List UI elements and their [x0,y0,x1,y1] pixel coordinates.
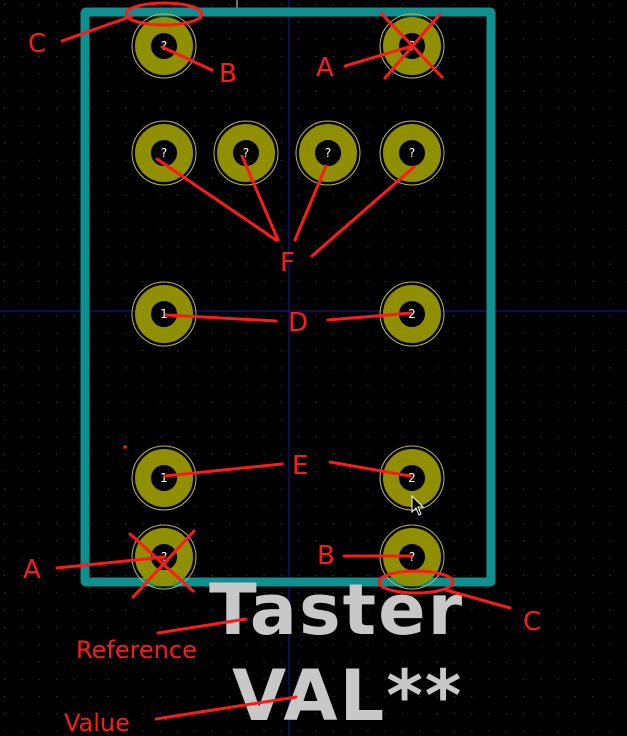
pointer-e-right [328,460,412,478]
pad-drill-hole [234,141,258,165]
pad-row2-2[interactable]: ? [213,120,279,186]
pad-drill-hole [316,141,340,165]
label-reference: Reference [76,636,197,664]
pad-row2-3[interactable]: ? [295,120,361,186]
value-silk-text[interactable]: VAL** [232,655,463,736]
footprint-outline [80,7,496,587]
pointer-value [154,695,298,721]
pad-clearance-ring [379,120,445,186]
pointer-e-left [163,462,284,478]
pad-low-left[interactable]: 1 [131,445,197,511]
pad-clearance-ring [131,120,197,186]
label-value: Value [64,709,130,736]
pointer-f-2 [240,154,280,242]
pad-copper-ring [383,124,441,182]
label-d: D [288,308,308,338]
reference-silk-text[interactable]: Taster [209,569,464,651]
pointer-reference [156,617,248,635]
pointer-c-top [60,14,134,43]
pad-drill-hole [152,466,176,490]
label-c-top: C [28,29,46,59]
pad-drill-hole [152,302,176,326]
mouse-cursor [411,494,425,516]
label-c-bottom: C [523,607,541,637]
pad-number: ? [161,146,167,160]
pad-clearance-ring [131,524,197,590]
cross-a-bottom-1 [128,532,195,593]
pad-drill-hole [400,466,424,490]
pad-clearance-ring [131,445,197,511]
pointer-f-4 [310,165,416,258]
highlight-ellipse-bottom [377,569,455,595]
pad-number: ? [161,39,167,53]
pointer-c-bottom [444,588,512,610]
annotation-layer [55,1,512,721]
label-a-bottom: A [23,555,41,585]
pad-copper-ring [299,124,357,182]
pad-mid-left[interactable]: 1 [131,281,197,347]
grid-dots [4,4,627,732]
pad-number: 2 [408,471,416,485]
pad-number: ? [409,146,415,160]
label-e: E [292,451,308,481]
label-f: F [280,248,295,278]
pad-clearance-ring [131,13,197,79]
pad-number: 1 [160,307,168,321]
label-b-bottom: B [317,541,335,571]
pad-copper-ring [383,17,441,75]
pad-clearance-ring [295,120,361,186]
cross-a-bottom-2 [131,529,196,599]
pointer-f-3 [293,164,328,242]
pad-copper-ring [135,449,193,507]
pad-row2-1[interactable]: ? [131,120,197,186]
pointer-d-right [326,311,413,322]
pointer-a-bottom [55,555,167,570]
pad-drill-hole [400,141,424,165]
pad-number: ? [243,146,249,160]
pad-number: 1 [160,471,168,485]
pad-clearance-ring [379,13,445,79]
pad-copper-ring [217,124,275,182]
pad-copper-ring [135,124,193,182]
highlight-ellipse-top [124,1,204,27]
label-a-top: A [316,53,334,83]
pad-clearance-ring [131,281,197,347]
pad-clearance-ring [213,120,279,186]
pad-clearance-ring [379,281,445,347]
stray-marker-dot [123,445,127,449]
pointer-d-left [164,313,278,323]
pointer-f-1 [155,157,278,242]
pointer-b-top [160,45,214,72]
grid-dot-pattern [4,4,627,732]
label-b-top: B [219,59,237,89]
pointer-a-top [343,44,414,68]
pad-number: ? [325,146,331,160]
pad-copper-ring [135,528,193,586]
pad-copper-ring [135,285,193,343]
pad-row2-4[interactable]: ? [379,120,445,186]
